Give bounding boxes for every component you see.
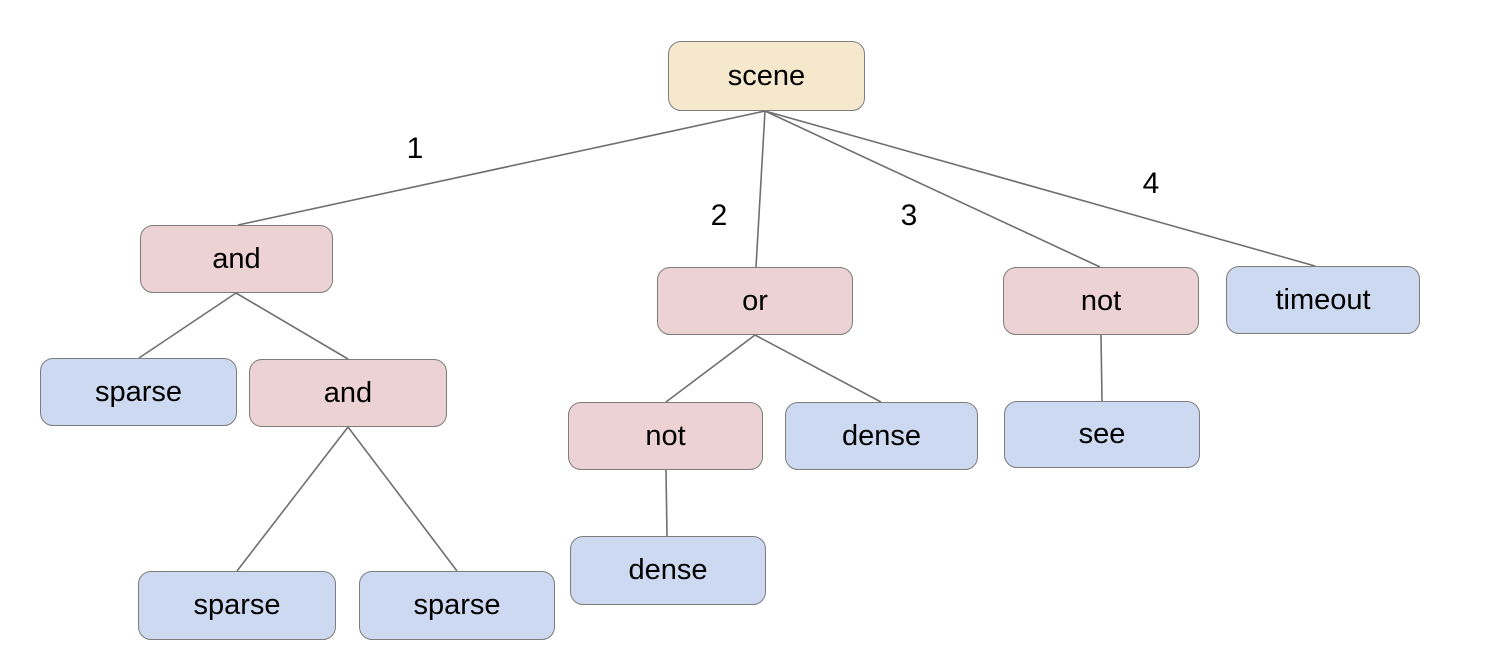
tree-node-label: sparse — [193, 589, 281, 621]
tree-node-label: or — [742, 284, 768, 317]
edge-scene-and1 — [237, 110, 766, 226]
tree-node-label: sparse — [413, 589, 501, 621]
tree-node-scene: scene — [668, 41, 865, 111]
tree-node-see: see — [1004, 401, 1200, 468]
edge-and2-sparse3 — [347, 426, 458, 572]
edge-label-1: 1 — [406, 132, 424, 165]
tree-node-label: not — [1080, 284, 1122, 317]
edge-or1-not2 — [665, 334, 756, 403]
edge-and1-and2 — [235, 292, 349, 360]
tree-node-label: scene — [727, 59, 806, 92]
tree-node-timeout: timeout — [1226, 266, 1420, 334]
tree-node-dense1: dense — [785, 402, 978, 470]
edge-label-3: 3 — [900, 199, 918, 232]
tree-node-label: sparse — [94, 375, 183, 408]
edge-and2-sparse2 — [236, 426, 349, 572]
tree-node-not3: not — [1003, 267, 1199, 335]
tree-node-sparse2: sparse — [138, 571, 336, 640]
edge-or1-dense1 — [754, 334, 882, 403]
edge-scene-not3 — [764, 110, 1101, 268]
tree-node-and2: and — [249, 359, 447, 427]
tree-node-label: and — [212, 242, 261, 275]
edge-label-4: 4 — [1142, 167, 1160, 200]
edge-not2-dense2 — [665, 469, 668, 537]
tree-node-label: and — [323, 376, 373, 409]
edge-scene-or1 — [755, 110, 766, 268]
tree-node-label: dense — [628, 554, 708, 586]
tree-node-or1: or — [657, 267, 853, 335]
tree-node-dense2: dense — [570, 536, 766, 605]
tree-node-and1: and — [140, 225, 333, 293]
tree-node-sparse3: sparse — [359, 571, 555, 640]
tree-node-label: see — [1078, 418, 1126, 450]
tree-node-sparse1: sparse — [40, 358, 237, 426]
tree-node-not2: not — [568, 402, 763, 470]
edge-and1-sparse1 — [138, 292, 237, 359]
tree-node-label: dense — [841, 419, 921, 452]
edge-scene-timeout — [764, 110, 1316, 267]
tree-node-label: timeout — [1275, 283, 1371, 316]
edge-label-2: 2 — [710, 199, 728, 232]
edge-not3-see — [1100, 334, 1103, 402]
tree-node-label: not — [645, 419, 686, 452]
